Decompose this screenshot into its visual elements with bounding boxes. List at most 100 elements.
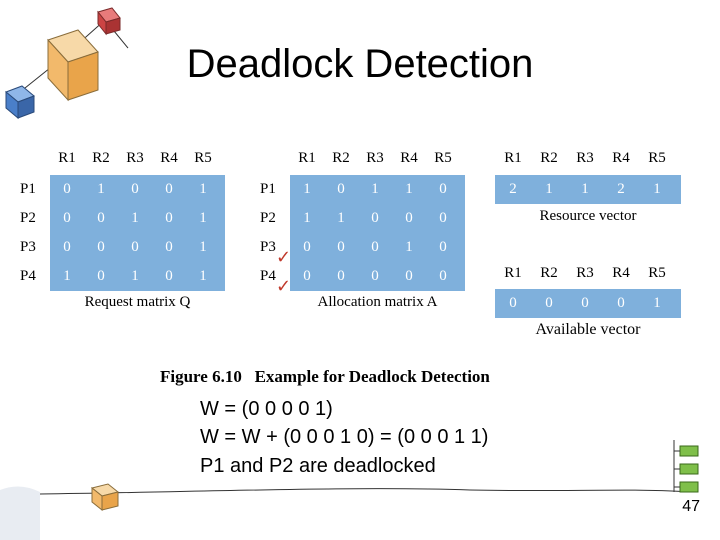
matrix-cell: 0: [405, 268, 413, 284]
matrix-grid: 1 0 1 1 0 1 1 0 0 0 0 0 0 1 0 0 0 0 0 0: [290, 175, 465, 291]
matrix-cell: 0: [337, 239, 345, 255]
checkmark-icon: ✓: [276, 247, 292, 268]
vector-cell: 0: [617, 295, 625, 311]
column-header: R5: [648, 150, 666, 166]
row-label: P2: [20, 210, 36, 226]
matrix-cell: 0: [165, 181, 173, 197]
matrix-cell: 0: [165, 239, 173, 255]
matrix-cell: 0: [303, 268, 311, 284]
column-header: R5: [434, 150, 452, 166]
row-label: P1: [260, 181, 276, 197]
matrix-cell: 0: [439, 181, 447, 197]
column-header: R2: [92, 150, 110, 166]
row-label: P4: [260, 268, 276, 284]
footer-swoosh: [0, 483, 691, 540]
checkmark-icon: ✓: [276, 276, 292, 297]
column-header: R1: [504, 150, 522, 166]
matrix-cell: 0: [63, 210, 71, 226]
text-line: W = W + (0 0 0 1 0) = (0 0 0 1 1): [200, 426, 489, 448]
vector-cell: 0: [509, 295, 517, 311]
row-label: P2: [260, 210, 276, 226]
column-header: R5: [194, 150, 212, 166]
column-header: R1: [58, 150, 76, 166]
column-header: R3: [366, 150, 384, 166]
vector-cell: 1: [653, 181, 661, 197]
matrix-cell: 0: [63, 239, 71, 255]
column-header: R2: [540, 265, 558, 281]
slide-title: Deadlock Detection: [186, 42, 534, 86]
matrix-cell: 1: [199, 210, 207, 226]
vector-cell: 1: [545, 181, 553, 197]
matrix-cell: 0: [165, 268, 173, 284]
column-header: R4: [612, 150, 630, 166]
matrix-caption: Request matrix Q: [84, 294, 191, 310]
vector-caption: Resource vector: [539, 208, 637, 224]
matrix-cell: 0: [97, 268, 105, 284]
matrix-cell: 1: [199, 239, 207, 255]
vector-cell: 1: [581, 181, 589, 197]
available-vector: R1 R2 R3 R4 R5 0 0 0 0 1 Available vecto…: [495, 265, 685, 345]
column-header: R4: [160, 150, 178, 166]
matrix-cell: 1: [131, 268, 139, 284]
matrix-cell: 0: [371, 210, 379, 226]
column-header: R1: [298, 150, 316, 166]
column-header: R5: [648, 265, 666, 281]
row-label: P4: [20, 268, 36, 284]
column-header: R1: [504, 265, 522, 281]
column-header: R2: [332, 150, 350, 166]
column-header: R3: [576, 265, 594, 281]
row-label: P1: [20, 181, 36, 197]
vector-grid: 2 1 1 2 1: [495, 175, 681, 204]
matrix-cell: 0: [371, 268, 379, 284]
matrix-cell: 0: [439, 268, 447, 284]
matrix-cell: 1: [303, 181, 311, 197]
matrix-cell: 1: [405, 181, 413, 197]
page-number: 47: [682, 498, 700, 515]
network-stack-icon: [673, 440, 699, 493]
row-label: P3: [260, 239, 276, 255]
matrix-cell: 0: [439, 239, 447, 255]
vector-grid: 0 0 0 0 1: [495, 289, 681, 318]
matrix-cell: 1: [371, 181, 379, 197]
vector-cell: 1: [653, 295, 661, 311]
text-line: P1 and P2 are deadlocked: [200, 455, 436, 477]
column-header: R3: [576, 150, 594, 166]
matrix-cell: 1: [131, 210, 139, 226]
column-header: R4: [400, 150, 418, 166]
matrix-cell: 0: [131, 239, 139, 255]
matrix-cell: 1: [63, 268, 71, 284]
vector-cell: 2: [509, 181, 517, 197]
vector-cell: 2: [617, 181, 625, 197]
cubes-illustration: [5, 7, 129, 120]
matrix-cell: 0: [63, 181, 71, 197]
matrix-cell: 1: [303, 210, 311, 226]
matrix-cell: 0: [131, 181, 139, 197]
matrix-cell: 0: [405, 210, 413, 226]
matrix-cell: 0: [337, 181, 345, 197]
allocation-matrix: R1 R2 R3 R4 R5 P1 P2 P3 P4 1 0 1 1 0 1 1…: [260, 150, 470, 320]
resource-vector: R1 R2 R3 R4 R5 2 1 1 2 1 Resource vector: [495, 150, 685, 230]
matrix-cell: 0: [97, 210, 105, 226]
matrix-cell: 1: [199, 268, 207, 284]
column-header: R3: [126, 150, 144, 166]
matrix-cell: 0: [439, 210, 447, 226]
vector-cell: 0: [545, 295, 553, 311]
matrix-cell: 1: [337, 210, 345, 226]
matrix-caption: Allocation matrix A: [317, 294, 438, 310]
matrix-cell: 0: [371, 239, 379, 255]
vector-caption: Available vector: [535, 321, 641, 338]
vector-cell: 0: [581, 295, 589, 311]
text-line: W = (0 0 0 0 1): [200, 398, 333, 420]
matrix-cell: 1: [405, 239, 413, 255]
matrix-cell: 0: [97, 239, 105, 255]
figure-caption: Figure 6.10 Example for Deadlock Detecti…: [160, 367, 490, 386]
request-matrix: R1 R2 R3 R4 R5 P1 P2 P3 P4 0 1 0 0 1 0 0…: [20, 150, 230, 320]
matrix-cell: 1: [199, 181, 207, 197]
row-label: P3: [20, 239, 36, 255]
column-header: R2: [540, 150, 558, 166]
matrix-cell: 1: [97, 181, 105, 197]
matrix-cell: 0: [303, 239, 311, 255]
matrix-cell: 0: [165, 210, 173, 226]
matrix-cell: 0: [337, 268, 345, 284]
matrix-grid: 0 1 0 0 1 0 0 1 0 1 0 0 0 0 1 1 0 1 0 1: [50, 175, 225, 291]
